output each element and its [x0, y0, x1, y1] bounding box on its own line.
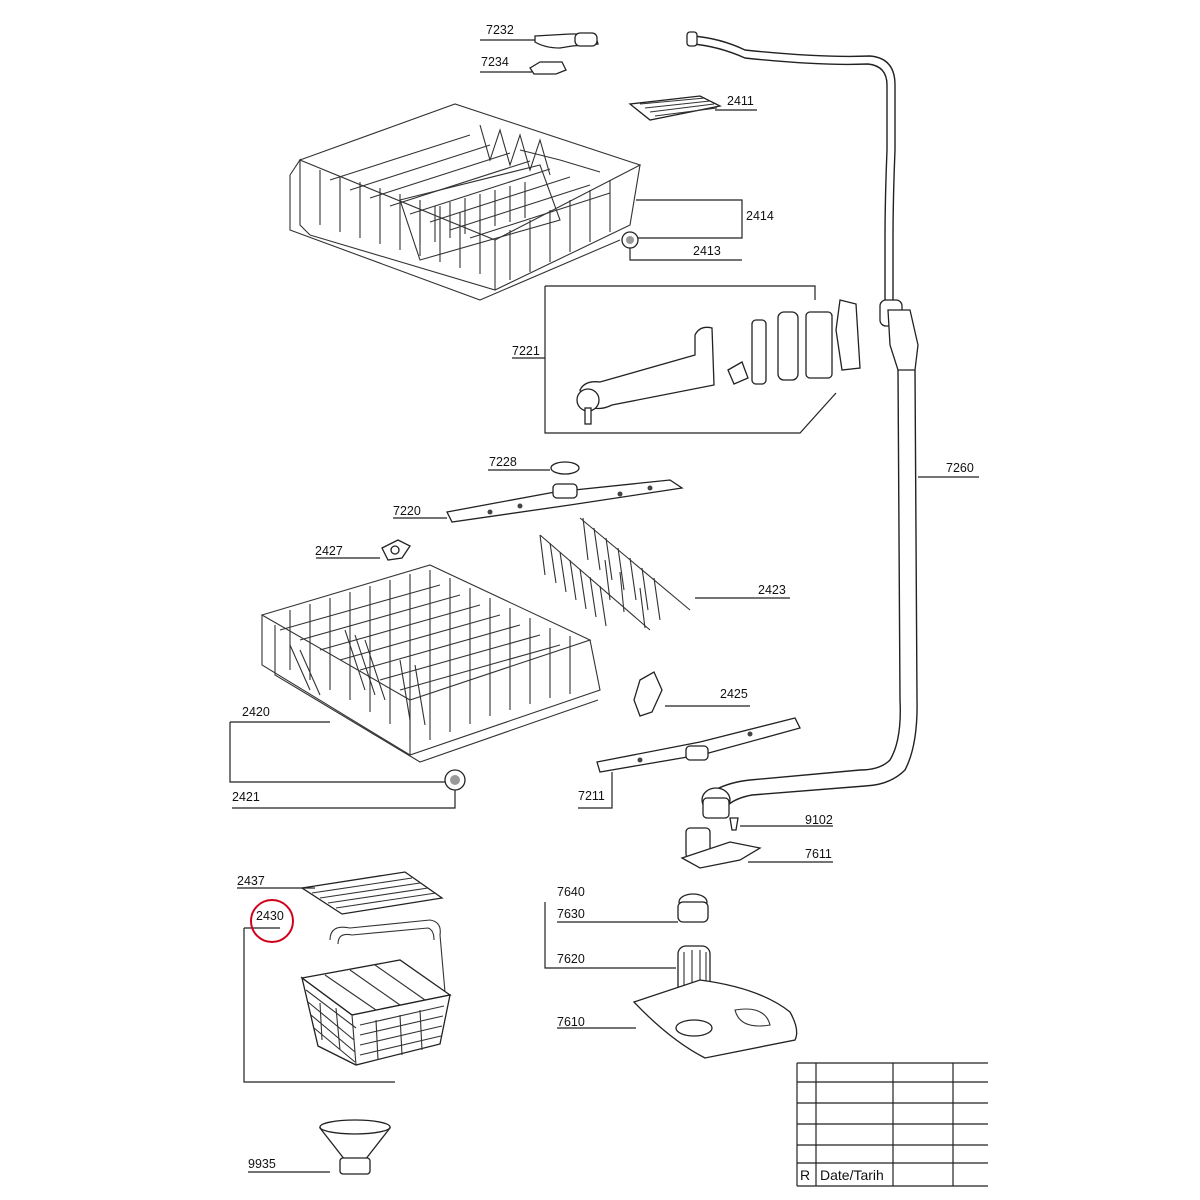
upper-basket	[289, 103, 642, 301]
label-2411: 2411	[727, 94, 754, 108]
spray-arm-7211	[578, 717, 801, 809]
label-9102: 9102	[805, 813, 833, 827]
label-2437: 2437	[237, 874, 265, 888]
label-9935: 9935	[248, 1157, 276, 1171]
label-7640: 7640	[557, 885, 585, 899]
ring-part-7228	[488, 461, 580, 475]
label-7228: 7228	[489, 455, 517, 469]
label-2430: 2430	[256, 909, 284, 923]
label-7620: 7620	[557, 952, 585, 966]
bracket-part-2425	[633, 671, 750, 717]
table-r-label: R	[800, 1167, 810, 1183]
label-2414: 2414	[746, 209, 774, 223]
label-7211: 7211	[578, 789, 605, 803]
label-2423: 2423	[758, 583, 786, 597]
cutlery-grid-2437	[237, 871, 444, 915]
label-7220: 7220	[393, 504, 421, 518]
highlight-circle-2430	[250, 899, 294, 943]
label-2427: 2427	[315, 544, 343, 558]
table-date-label: Date/Tarih	[820, 1167, 884, 1183]
hub-part-7611	[680, 827, 833, 869]
label-7611: 7611	[805, 847, 832, 861]
label-7232: 7232	[486, 23, 514, 37]
label-2413: 2413	[693, 244, 721, 258]
label-7234: 7234	[481, 55, 509, 69]
label-2420: 2420	[242, 705, 270, 719]
label-7221: 7221	[512, 344, 540, 358]
wheel-part-2421	[232, 769, 466, 809]
lower-basket	[260, 564, 601, 763]
label-7260: 7260	[946, 461, 974, 475]
clip-part-2427	[316, 539, 411, 561]
part-labels: 7232 7234 2411 2414 2413 7221 7260 7228 …	[232, 23, 974, 1171]
screw-part-9102	[729, 817, 833, 831]
label-7630: 7630	[557, 907, 585, 921]
label-2421: 2421	[232, 790, 260, 804]
cutlery-basket-2430	[243, 919, 452, 1083]
clip-part-7234	[529, 61, 567, 75]
funnel-part-9935	[248, 1119, 392, 1175]
leader-2420	[229, 721, 445, 783]
revision-table: R Date/Tarih	[796, 1062, 988, 1187]
spray-arm-7220	[393, 479, 684, 523]
tine-rack-2423	[539, 517, 790, 631]
filter-plate-7610	[557, 979, 798, 1059]
tray-part-2411	[628, 95, 722, 121]
leader-2414	[636, 199, 743, 239]
upper-spray-assembly-7221	[512, 285, 861, 434]
leaders-misc	[480, 39, 979, 478]
clip-part-7232	[534, 32, 599, 49]
label-2425: 2425	[720, 687, 748, 701]
water-pipe-7260	[686, 31, 919, 819]
label-7610: 7610	[557, 1015, 585, 1029]
wheel-part-2413	[621, 231, 742, 261]
